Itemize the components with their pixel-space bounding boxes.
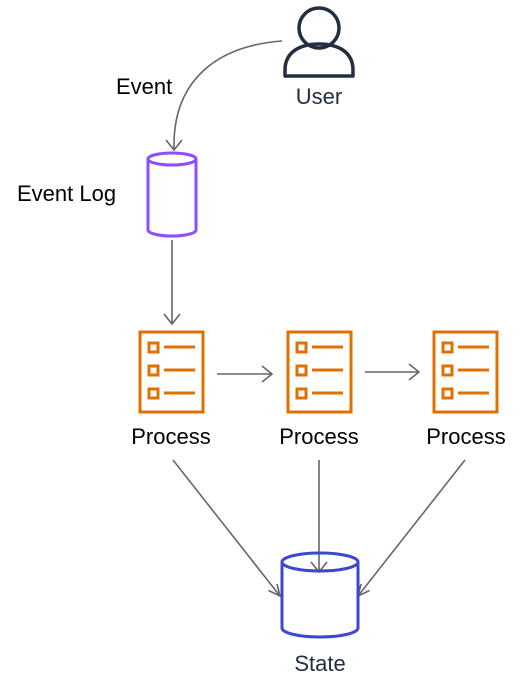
arrowhead-process-1 bbox=[163, 313, 181, 326]
list-document-icon bbox=[286, 330, 353, 414]
process-2-label: Process bbox=[279, 424, 358, 449]
edge-process-1-to-state bbox=[172, 459, 281, 597]
user-label: User bbox=[296, 84, 342, 109]
edge-label-event: Event bbox=[116, 74, 172, 99]
database-cylinder-icon bbox=[146, 151, 198, 238]
process-3-label: Process bbox=[426, 424, 505, 449]
user-icon bbox=[283, 6, 355, 78]
process-1-label: Process bbox=[131, 424, 210, 449]
event-log-label: Event Log bbox=[17, 181, 116, 206]
database-cylinder-icon bbox=[280, 551, 360, 639]
arrowhead-process-2 bbox=[261, 365, 274, 383]
list-document-icon bbox=[138, 330, 205, 414]
state-label: State bbox=[294, 651, 345, 676]
list-document-icon bbox=[432, 330, 499, 414]
arrowhead-event-log bbox=[165, 139, 183, 152]
process-node-1: Process bbox=[131, 330, 211, 449]
arrowhead-state-left bbox=[268, 583, 282, 598]
process-node-2: Process bbox=[279, 330, 359, 449]
arrowhead-process-3 bbox=[408, 363, 421, 381]
edge-user-to-event-log bbox=[173, 40, 283, 151]
process-node-3: Process bbox=[426, 330, 506, 449]
user-node: User bbox=[283, 6, 355, 109]
event-log-node: Event Log bbox=[17, 151, 198, 238]
edge-process-3-to-state bbox=[357, 459, 466, 597]
state-node: State bbox=[280, 551, 360, 676]
